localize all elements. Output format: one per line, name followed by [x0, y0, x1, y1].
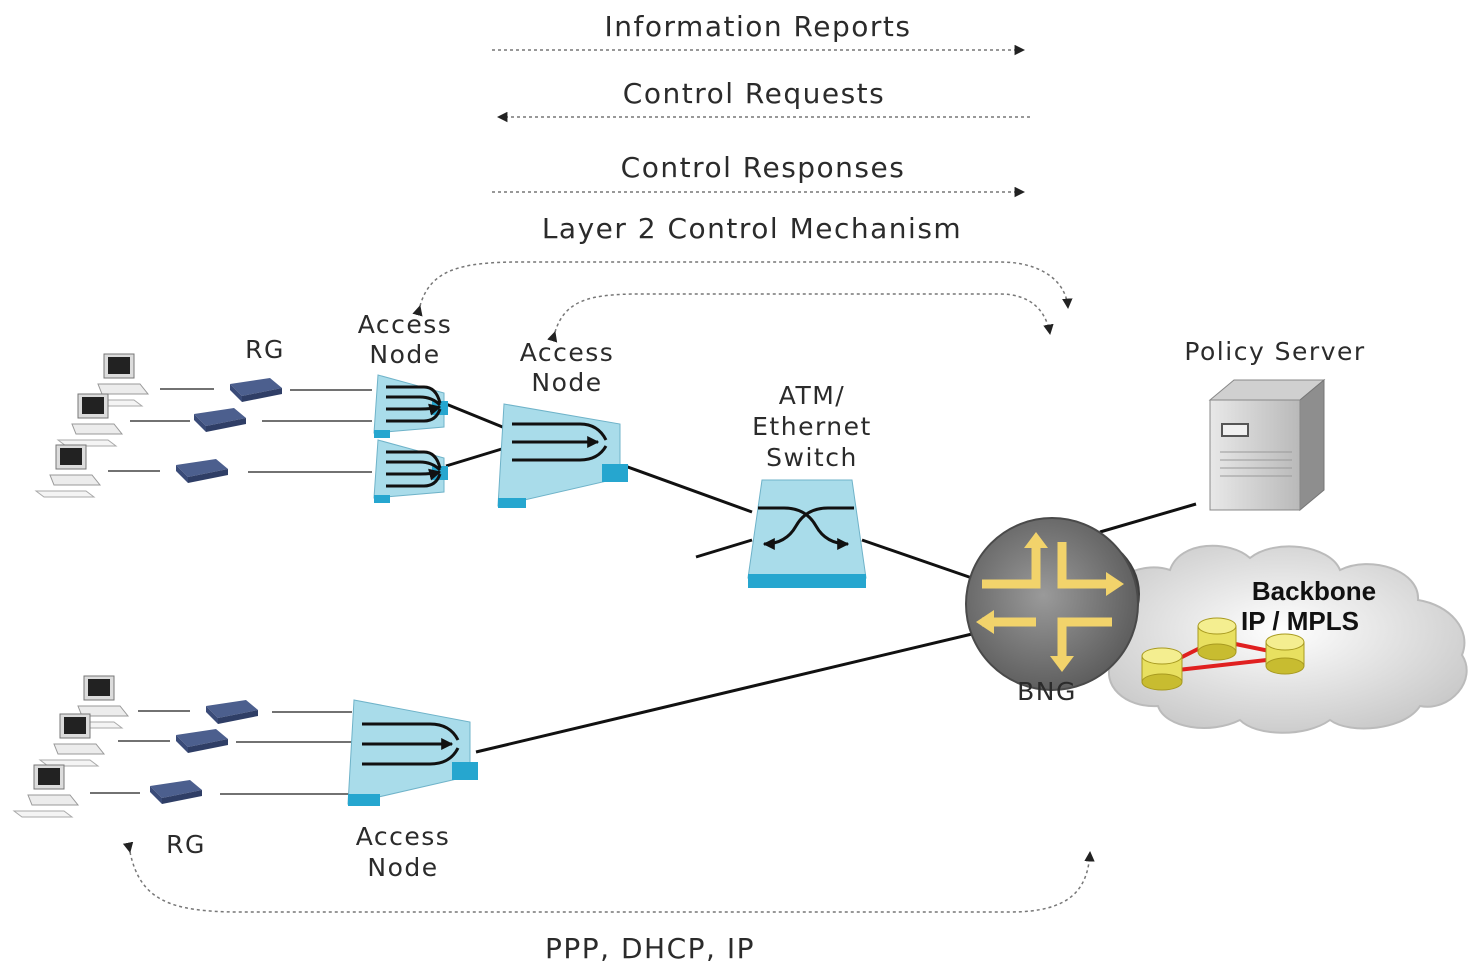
- residential-gateway-icon: [206, 700, 258, 724]
- l2-control-arc-inner: [547, 293, 1054, 343]
- server-icon: [1208, 378, 1326, 512]
- residential-gateway-icon: [230, 378, 282, 402]
- access-node-label-2a: Access: [520, 338, 615, 367]
- atm-label-line2: Ethernet: [752, 412, 872, 441]
- bng-label: BNG: [1017, 677, 1077, 706]
- access-node-icon: [374, 440, 448, 503]
- information-reports-label: Information Reports: [605, 10, 912, 43]
- access-node-icon: [497, 403, 628, 508]
- router-icon: [965, 517, 1140, 691]
- switch-icon: [747, 479, 867, 588]
- protocols-label: PPP, DHCP, IP: [545, 932, 755, 963]
- layer2-mechanism-label: Layer 2 Control Mechanism: [542, 212, 962, 245]
- backbone-router-icon: [1141, 647, 1183, 691]
- access-node-label-3a: Access: [356, 822, 451, 851]
- rg-label-bottom: RG: [166, 830, 206, 859]
- computer-icon: [35, 444, 101, 498]
- rg-label-top: RG: [245, 335, 285, 364]
- backbone-label-line2: IP / MPLS: [1241, 606, 1359, 636]
- access-node-label-3b: Node: [367, 853, 438, 882]
- policy-server-label: Policy Server: [1184, 337, 1365, 366]
- residential-gateway-icon: [176, 729, 228, 753]
- residential-gateway-icon: [150, 780, 202, 804]
- residential-gateway-icon: [176, 459, 228, 483]
- backbone-router-icon: [1265, 633, 1305, 675]
- backbone-router-icon: [1197, 617, 1237, 661]
- access-node-icon: [347, 699, 478, 806]
- atm-label-line1: ATM/: [779, 381, 845, 410]
- backbone-label-line1: Backbone: [1252, 576, 1376, 606]
- control-requests-label: Control Requests: [623, 77, 885, 110]
- atm-label-line3: Switch: [766, 443, 858, 472]
- protocol-arc: [122, 841, 1095, 913]
- access-node-label-1b: Node: [369, 340, 440, 369]
- access-node-label-2b: Node: [531, 368, 602, 397]
- links: [90, 388, 1197, 795]
- access-node-icon: [374, 375, 448, 438]
- control-responses-label: Control Responses: [621, 151, 906, 184]
- residential-gateway-icon: [194, 408, 246, 432]
- access-node-label-1a: Access: [358, 310, 453, 339]
- l2-control-arc-outer: [412, 261, 1073, 317]
- cloud-icon: [1095, 544, 1468, 734]
- computer-icon: [13, 764, 79, 818]
